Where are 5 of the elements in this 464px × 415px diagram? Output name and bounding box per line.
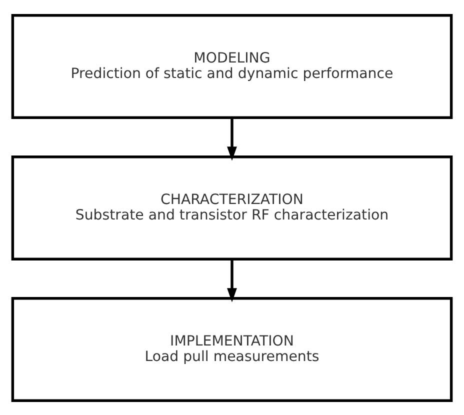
arrow bbox=[227, 258, 237, 302]
arrow bbox=[227, 117, 237, 160]
node-box: MODELING Prediction of static and dynamic performance bbox=[11, 14, 453, 119]
node-box: IMPLEMENTATION Load pull measurements bbox=[11, 296, 453, 402]
node-box: CHARACTERIZATION Substrate and transistor RF characterization bbox=[11, 154, 453, 260]
